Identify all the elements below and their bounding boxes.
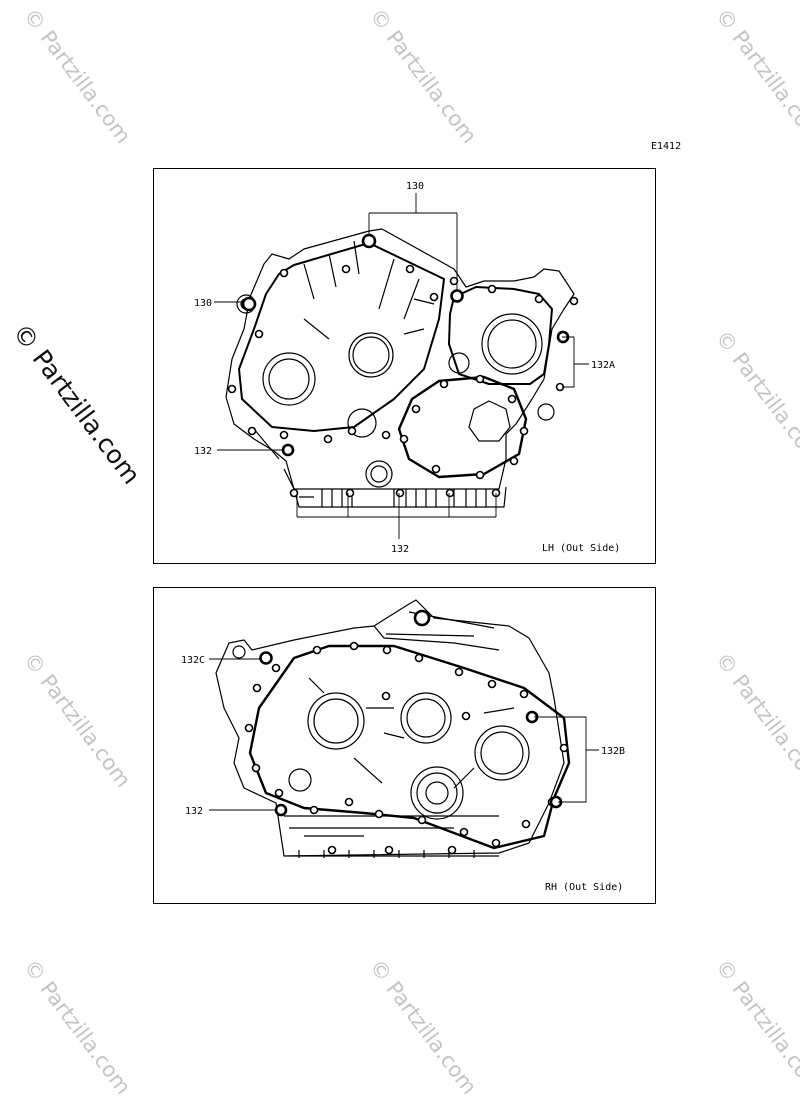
watermark: © Partzilla.com	[710, 4, 800, 148]
callout-132-rh: 132	[185, 806, 203, 817]
watermark: © Partzilla.com	[18, 955, 136, 1099]
side-watermark: © Partzilla.com	[6, 318, 147, 490]
rh-panel-caption: RH (Out Side)	[545, 882, 623, 893]
watermark: © Partzilla.com	[18, 4, 136, 148]
callout-130-top: 130	[406, 181, 424, 192]
diagram-code: E1412	[651, 141, 682, 152]
watermark: © Partzilla.com	[710, 326, 800, 470]
callout-130-left: 130	[194, 298, 212, 309]
watermark: © Partzilla.com	[18, 648, 136, 792]
rh-panel: 132C 132B 132 RH (Out Side)	[153, 587, 656, 904]
lh-panel-caption: LH (Out Side)	[542, 543, 620, 554]
lh-panel: 130 130 132A 132 132 LH (Out Side)	[153, 168, 656, 564]
callout-132-left: 132	[194, 446, 212, 457]
callout-132b: 132B	[601, 746, 625, 757]
watermark: © Partzilla.com	[364, 4, 482, 148]
callout-132a: 132A	[591, 360, 615, 371]
watermark: © Partzilla.com	[364, 955, 482, 1099]
callout-132c: 132C	[181, 655, 205, 666]
watermark: © Partzilla.com	[710, 955, 800, 1099]
lh-crankcase-drawing: 130 130 132A 132 132 LH (Out Side)	[194, 181, 620, 555]
rh-crankcase-drawing: 132C 132B 132 RH (Out Side)	[181, 599, 625, 893]
callout-132-bottom: 132	[391, 544, 409, 555]
watermark: © Partzilla.com	[710, 648, 800, 792]
